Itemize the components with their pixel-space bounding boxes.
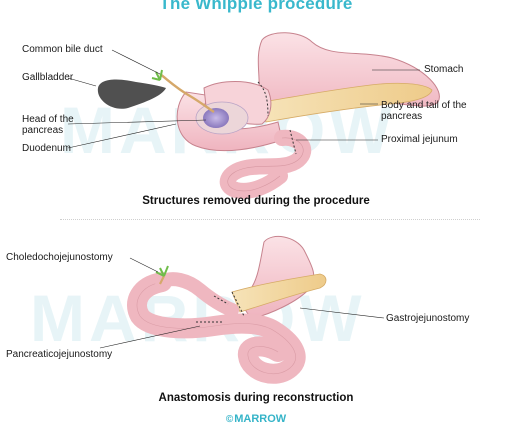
label-duodenum: Duodenum [22, 143, 71, 154]
label-gastrojejunostomy: Gastrojejunostomy [386, 313, 470, 324]
label-body-tail-pancreas: Body and tail of the pancreas [381, 100, 467, 122]
anastomosis-line-gastric [231, 291, 245, 317]
page-title: The Whipple procedure [159, 0, 353, 13]
pancreas-body-tail-shape [261, 82, 433, 123]
top-anatomy [97, 32, 440, 199]
pancreas-remnant-shape [231, 273, 327, 313]
bottom-anatomy [127, 235, 327, 384]
bile-duct-shape [159, 73, 215, 113]
gallbladder-shape [97, 79, 166, 109]
label-proximal-jejunum: Proximal jejunum [381, 134, 458, 145]
label-head-of-pancreas: Head of the pancreas [22, 114, 74, 136]
brand-name: MARROW [234, 413, 287, 425]
resection-line-stomach [257, 81, 269, 117]
footer-brand: ©MARROW [0, 413, 512, 425]
tumor-shape [203, 108, 229, 128]
label-pancreaticojejunostomy: Pancreaticojejunostomy [6, 349, 113, 360]
bottom-leader-lines [99, 257, 385, 349]
caption-anastomosis: Anastomosis during reconstruction [158, 392, 354, 404]
top-leader-lines [67, 49, 420, 149]
label-common-bile-duct: Common bile duct [22, 44, 103, 55]
panel-divider [60, 219, 480, 220]
resection-line-jejunum [289, 129, 297, 155]
label-choledochojejunostomy: Choledochojejunostomy [6, 252, 113, 263]
caption-structures-removed: Structures removed during the procedure [142, 195, 370, 207]
label-stomach: Stomach [424, 64, 464, 75]
label-gallbladder: Gallbladder [22, 72, 74, 83]
copyright-symbol: © [225, 414, 234, 425]
